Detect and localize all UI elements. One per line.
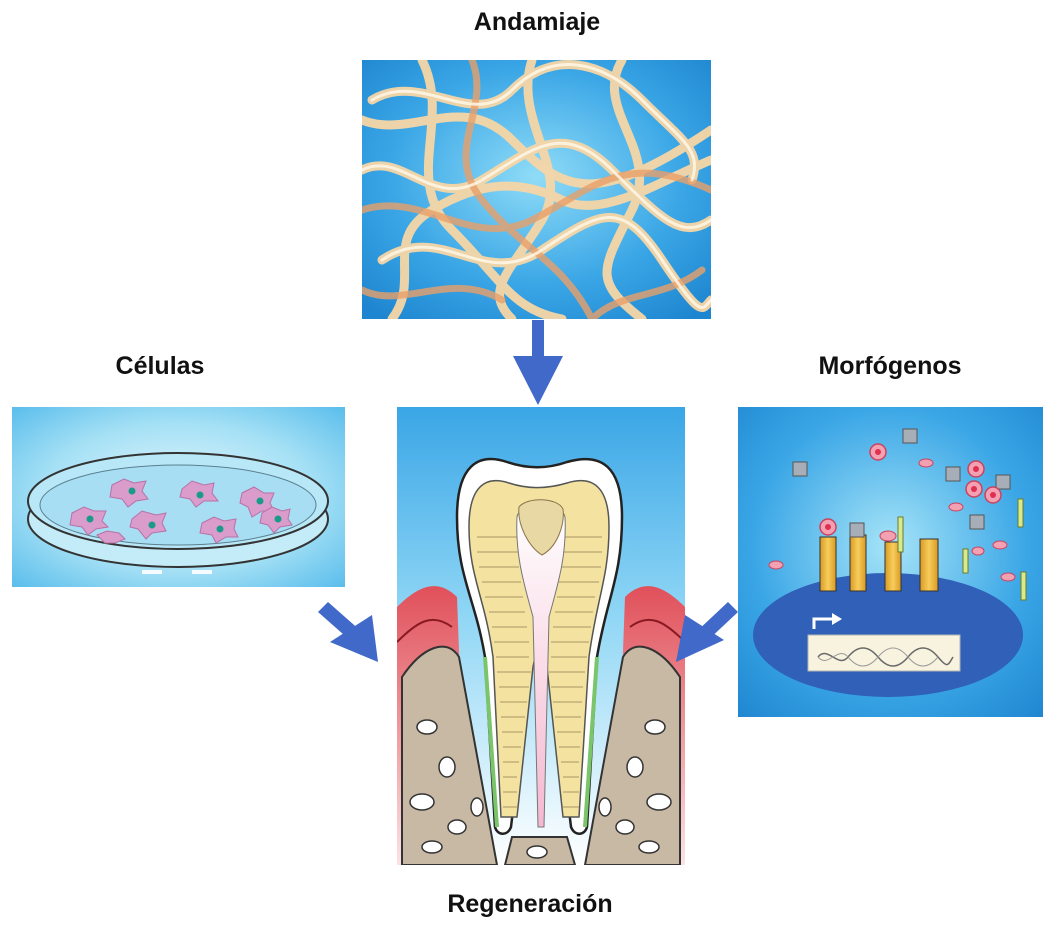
diagonal-arrow-icon: [676, 602, 738, 662]
down-arrow-icon: [513, 320, 563, 405]
diagonal-arrow-icon: [318, 602, 378, 662]
